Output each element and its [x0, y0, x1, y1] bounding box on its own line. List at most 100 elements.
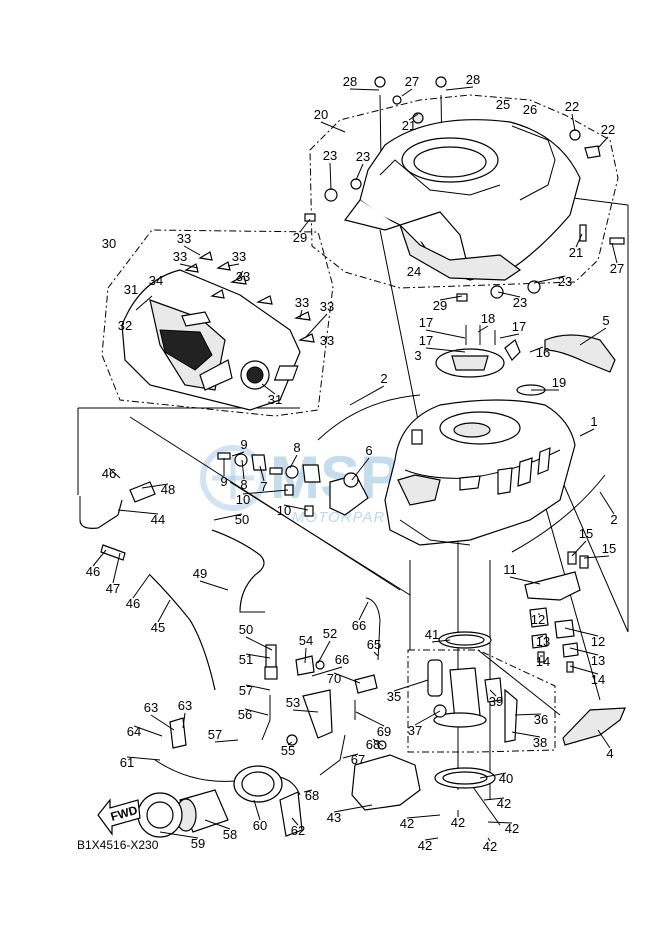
side-cover: [121, 269, 301, 411]
callout-42: 42: [418, 838, 432, 853]
callout-leader: [303, 789, 313, 793]
callout-29: 29: [433, 298, 447, 313]
callout-leader: [299, 218, 311, 233]
callout-57: 57: [239, 683, 253, 698]
mount-hardware: [217, 452, 369, 517]
callout-leader: [579, 428, 595, 437]
callout-46: 46: [102, 466, 116, 481]
callout-leader: [564, 627, 599, 637]
callout-leader: [487, 821, 513, 824]
callout-23: 23: [356, 149, 370, 164]
callout-leader: [571, 113, 576, 132]
fwd-arrow-icon: [97, 798, 141, 836]
callout-leader: [583, 555, 610, 559]
callout-13: 13: [536, 634, 550, 649]
callout-2: 2: [610, 512, 617, 527]
callout-67: 67: [351, 752, 365, 767]
callout-leader: [406, 814, 441, 819]
callout-10: 10: [277, 503, 291, 518]
callout-70: 70: [327, 671, 341, 686]
hoses-and-fittings: [79, 481, 387, 776]
callout-leader: [408, 113, 419, 121]
callout-leader: [424, 837, 439, 841]
callout-leader: [533, 275, 566, 284]
callout-leader: [393, 679, 429, 692]
canister-assembly: [137, 717, 421, 838]
callout-leader: [358, 601, 369, 621]
callout-29: 29: [293, 230, 307, 245]
callout-68: 68: [305, 788, 319, 803]
callout-leader: [489, 689, 497, 697]
callout-39: 39: [489, 694, 503, 709]
weatherstrips: [317, 394, 606, 553]
callout-leader: [291, 817, 299, 826]
callout-leader: [479, 772, 507, 779]
callout-52: 52: [323, 626, 337, 641]
callout-leader: [242, 489, 289, 495]
callout-leader: [349, 88, 380, 91]
callout-leader: [511, 731, 541, 738]
callout-leader: [483, 797, 505, 801]
callout-37: 37: [408, 723, 422, 738]
callout-55: 55: [281, 743, 295, 758]
callout-leader: [126, 756, 161, 761]
callout-leader: [133, 725, 163, 737]
callout-leader: [244, 708, 269, 716]
callout-27: 27: [405, 74, 419, 89]
callout-leader: [117, 509, 159, 515]
callout-9: 9: [240, 437, 247, 452]
callout-14: 14: [591, 672, 605, 687]
callout-50: 50: [239, 622, 253, 637]
callout-42: 42: [505, 821, 519, 836]
callout-leader: [497, 291, 521, 298]
callout-leader: [157, 599, 171, 623]
callout-12: 12: [591, 634, 605, 649]
callout-leader: [245, 636, 273, 651]
callout-61: 61: [120, 755, 134, 770]
callout-leader: [253, 799, 261, 821]
callout-leader: [569, 647, 599, 656]
callout-26: 26: [523, 102, 537, 117]
callout-leader: [425, 329, 466, 339]
callout-leader: [289, 454, 298, 469]
callout-leader: [320, 121, 346, 133]
callout-leader: [92, 549, 107, 567]
callout-38: 38: [533, 735, 547, 750]
callout-21: 21: [402, 118, 416, 133]
callout-leader: [259, 465, 265, 482]
callout-33: 33: [320, 333, 334, 348]
callout-9: 9: [220, 474, 227, 489]
callout-64: 64: [127, 724, 141, 739]
callout-leader: [283, 504, 309, 511]
callout-leader: [597, 136, 609, 149]
callout-36: 36: [534, 712, 548, 727]
top-cover-fasteners: [304, 76, 625, 302]
callout-leader: [333, 672, 361, 684]
callout-20: 20: [314, 107, 328, 122]
callout-leader: [487, 837, 491, 842]
callout-51: 51: [239, 652, 253, 667]
callout-7: 7: [260, 479, 267, 494]
callout-leader: [241, 459, 245, 480]
callout-63: 63: [144, 700, 158, 715]
fuel-tank: [384, 399, 576, 546]
callout-8: 8: [293, 440, 300, 455]
callout-41: 41: [425, 627, 439, 642]
callout-42: 42: [451, 815, 465, 830]
callout-leader: [199, 580, 229, 591]
callout-leader: [425, 347, 466, 353]
callout-5: 5: [602, 313, 609, 328]
callout-leader: [179, 263, 199, 269]
callout-leader: [431, 639, 451, 643]
callout-25: 25: [496, 97, 510, 112]
callout-24: 24: [407, 264, 421, 279]
callout-leader: [597, 729, 611, 749]
callout-66: 66: [335, 652, 349, 667]
callout-leader: [611, 242, 618, 264]
callout-21: 21: [569, 245, 583, 260]
callout-leader: [575, 233, 583, 248]
callout-11: 11: [503, 562, 517, 577]
callout-leader: [287, 741, 293, 746]
callout-leader: [333, 804, 373, 813]
